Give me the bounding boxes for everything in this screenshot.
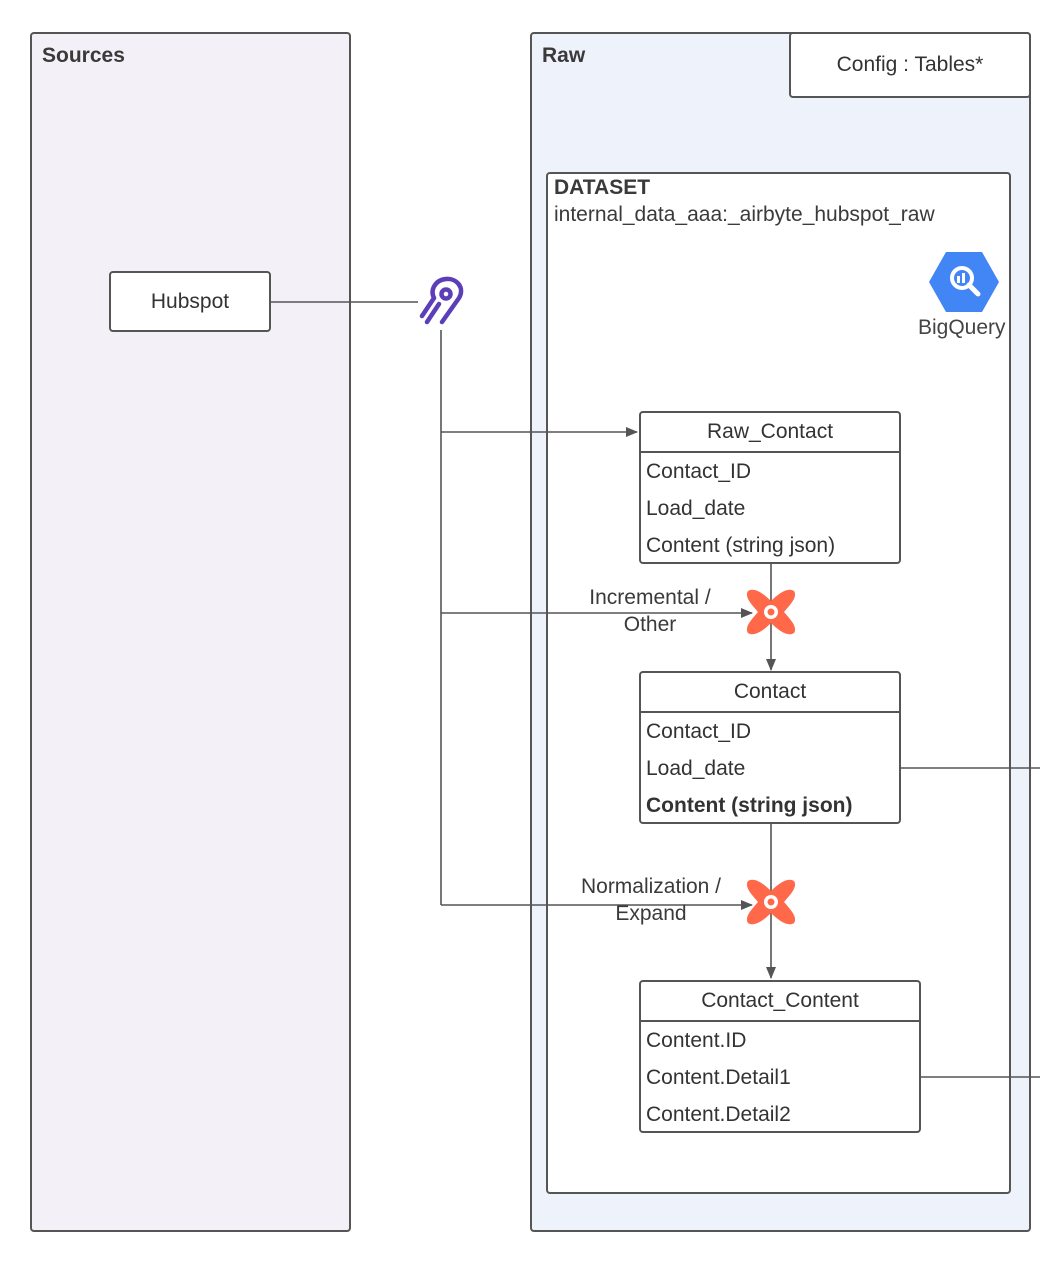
normalization-label-line2: Expand: [615, 902, 687, 925]
table-row: Content (string json): [646, 793, 853, 817]
bigquery-icon: [929, 252, 999, 312]
table-row: Contact_ID: [646, 719, 752, 743]
sources-lane: Sources: [30, 32, 351, 1232]
table-row: Content (string json): [646, 533, 836, 557]
raw-contact-table: Raw_Contact Contact_ID Load_date Content…: [639, 411, 901, 564]
sources-lane-title: Sources: [42, 44, 125, 67]
table-row: Content.ID: [646, 1028, 747, 1052]
raw-lane-title: Raw: [542, 44, 586, 67]
contact-table: Contact Contact_ID Load_date Content (st…: [639, 671, 901, 824]
airbyte-icon: [419, 276, 464, 325]
table-row: Content.Detail1: [646, 1065, 791, 1089]
dataset-name: internal_data_aaa:_airbyte_hubspot_raw: [554, 203, 935, 226]
dataset-title: DATASET: [554, 176, 651, 199]
table-row: Load_date: [646, 496, 746, 520]
normalization-edge-label: Normalization / Expand: [566, 873, 736, 927]
table-row: Content.Detail2: [646, 1102, 791, 1126]
contact-table-title: Contact: [641, 673, 899, 713]
raw-contact-table-title: Raw_Contact: [641, 413, 899, 453]
normalization-label-line1: Normalization /: [580, 875, 722, 898]
contact-content-table: Contact_Content Content.ID Content.Detai…: [639, 980, 921, 1133]
contact-content-table-title: Contact_Content: [641, 982, 919, 1022]
incremental-label-line1: Incremental /: [589, 586, 711, 609]
table-row: Load_date: [646, 756, 746, 780]
dbt-icon-normalization: [746, 879, 796, 925]
config-label: Config : Tables*: [836, 53, 984, 76]
incremental-edge-label: Incremental / Other: [572, 584, 728, 638]
bigquery-label: BigQuery: [918, 316, 1006, 339]
dbt-icon-incremental: [746, 589, 796, 635]
incremental-label-line2: Other: [623, 613, 677, 636]
table-row: Contact_ID: [646, 459, 752, 483]
config-box: Config : Tables*: [789, 32, 1031, 98]
hubspot-node: Hubspot: [109, 271, 271, 332]
hubspot-label: Hubspot: [150, 289, 230, 313]
